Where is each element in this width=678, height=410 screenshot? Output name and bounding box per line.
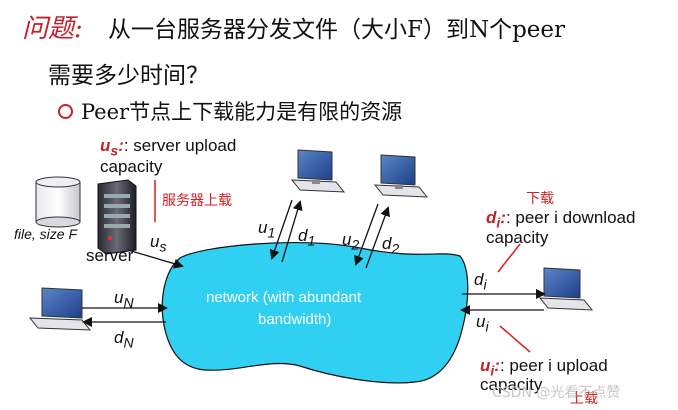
upload-cn-label: 上载 <box>570 391 598 407</box>
network-cloud <box>161 242 469 384</box>
us-label: us <box>150 232 167 255</box>
uN-label: uN <box>114 288 134 311</box>
file-size-label: file, size F <box>14 226 78 242</box>
computer-icon-n <box>28 287 92 331</box>
title-line2: 需要多少时间？ <box>48 63 209 89</box>
ui-description-line2: capacity <box>480 375 543 394</box>
file-database-icon <box>35 176 81 228</box>
u2-arrow <box>354 203 379 266</box>
server-label: server <box>86 246 134 265</box>
d1-arrow <box>281 200 303 263</box>
d2-arrow <box>365 206 390 269</box>
title-text: 从一台服务器分发文件（大小F）到N个peer <box>108 17 566 43</box>
network-label-line2: bandwidth) <box>258 311 332 328</box>
di-description-line2: capacity <box>486 228 549 247</box>
dN-label: dN <box>114 328 134 351</box>
computer-icon-2 <box>373 154 429 198</box>
di-label: di <box>474 270 487 293</box>
us-description-line2: capacity <box>100 157 163 176</box>
d1-label: d1 <box>298 226 316 249</box>
bullet-item: Peer节点上下载能力是有限的资源 <box>58 96 402 126</box>
di-pointer-line <box>497 243 521 273</box>
d2-label: d2 <box>382 234 400 257</box>
server-upload-cn-label: 服务器上载 <box>162 193 232 209</box>
ui-label: ui <box>476 312 489 335</box>
computer-icon-1 <box>290 149 346 193</box>
u1-label: u1 <box>258 218 276 241</box>
us-description: us:: server upload <box>100 136 237 159</box>
ui-pointer-line <box>499 325 531 353</box>
u2-label: u2 <box>342 230 360 253</box>
bullet-text: Peer节点上下载能力是有限的资源 <box>81 100 403 124</box>
ui-description: ui:: peer i upload <box>480 356 608 379</box>
computer-icon-i <box>538 267 594 311</box>
download-cn-label: 下载 <box>526 191 554 207</box>
us-arrow <box>127 249 184 269</box>
u1-arrow <box>269 199 293 260</box>
server-icon <box>97 179 137 255</box>
di-description: di:: peer i download <box>486 208 636 231</box>
title-question: 问题: <box>22 14 83 44</box>
network-label-line1: network (with abundant <box>206 289 362 306</box>
bullet-circle-icon <box>58 104 73 119</box>
watermark: CSDN @光看不点赞 <box>492 385 621 401</box>
